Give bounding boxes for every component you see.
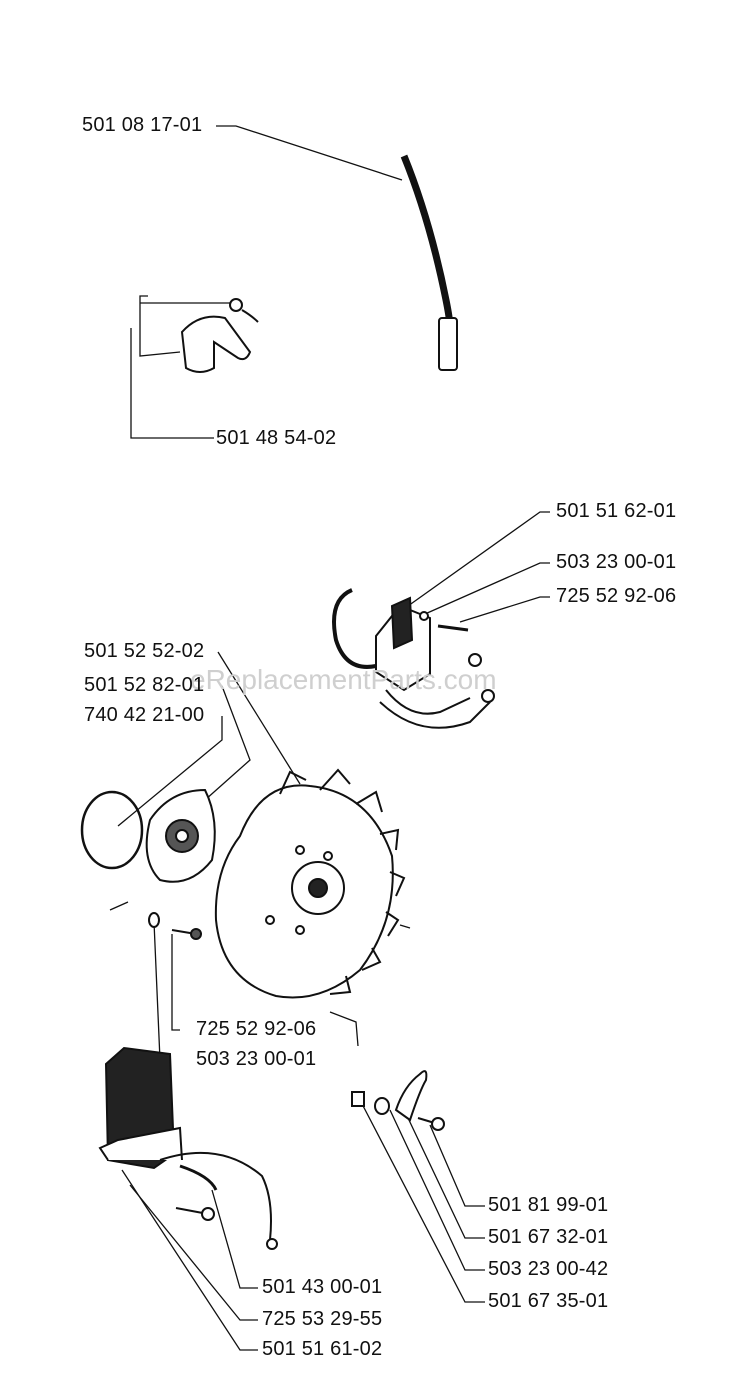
ignition-module-drawing <box>98 1046 278 1250</box>
screw-washer-mid-drawing <box>148 912 202 940</box>
part-label-washer-top: 503 23 00-01 <box>556 551 677 573</box>
part-label-ignition-module-cable: 501 43 00-01 <box>262 1276 383 1298</box>
part-label-washer-mid: 503 23 00-01 <box>196 1048 317 1070</box>
throttle-lever-drawing <box>180 298 259 373</box>
starter-carrier-drawing <box>145 788 216 883</box>
fuel-hose-drawing <box>400 154 458 371</box>
part-label-starter-pawl-carrier: 501 52 82-01 <box>84 674 205 696</box>
part-label-screw-mid: 725 52 92-06 <box>196 1018 317 1040</box>
part-label-fuel-hose: 501 08 17-01 <box>82 114 203 136</box>
pawl-assembly-drawing <box>351 1070 445 1131</box>
part-label-screw-bottom: 725 53 29-55 <box>262 1308 383 1330</box>
part-label-pawl-spring: 501 67 32-01 <box>488 1226 609 1248</box>
leader-lines <box>109 125 550 1351</box>
part-label-ignition-module: 501 51 61-02 <box>262 1338 383 1360</box>
part-label-pawl: 501 81 99-01 <box>488 1194 609 1216</box>
part-label-flywheel: 501 52 52-02 <box>84 640 205 662</box>
part-label-screw-top: 725 52 92-06 <box>556 585 677 607</box>
ignition-coil-drawing <box>332 588 495 729</box>
part-label-ignition-coil-top: 501 51 62-01 <box>556 500 677 522</box>
part-label-washer-pawl: 503 23 00-42 <box>488 1258 609 1280</box>
part-label-pawl-bolt: 501 67 35-01 <box>488 1290 609 1312</box>
part-label-o-ring: 740 42 21-00 <box>84 704 205 726</box>
o-ring-drawing <box>80 790 144 870</box>
part-label-throttle-lever: 501 48 54-02 <box>216 427 337 449</box>
flywheel-drawing <box>214 768 406 999</box>
watermark: eReplacementParts.com <box>190 664 497 695</box>
